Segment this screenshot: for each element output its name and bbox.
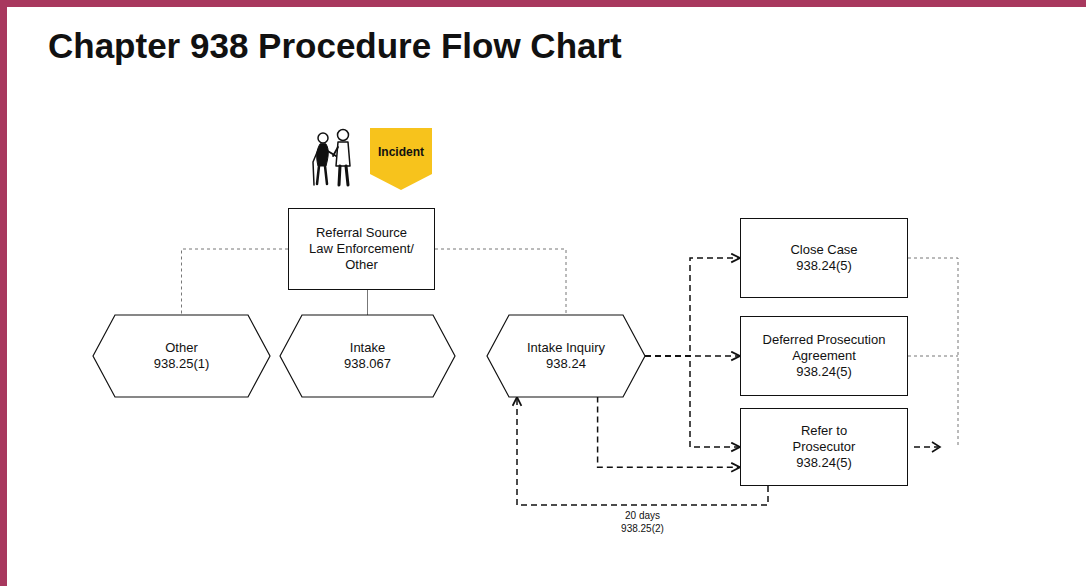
- statute-ref: 938.24(5): [796, 364, 852, 380]
- flow-connector: [645, 356, 740, 447]
- flow-connector: [517, 397, 768, 505]
- hexagon-shape: [280, 315, 455, 397]
- flow-connector: [435, 249, 566, 315]
- incident-tag: Incident: [370, 128, 432, 190]
- statute-ref: 938.067: [344, 356, 391, 372]
- node-title: Intake Inquiry: [527, 340, 605, 356]
- body: [336, 142, 350, 166]
- merge-arrow: [914, 442, 940, 452]
- edge-label: 20 days 938.25(2): [613, 510, 673, 535]
- node-title: Refer to Prosecutor: [782, 423, 866, 456]
- arm: [333, 147, 338, 156]
- left-border-bar: [0, 0, 7, 586]
- node-title: Deferred Prosecution Agreement: [749, 332, 899, 365]
- arrow-shaft: [914, 446, 938, 448]
- merge-lines: [908, 258, 958, 447]
- legs: [339, 166, 348, 185]
- people-illustration: [313, 130, 350, 186]
- arrow-head: [932, 442, 940, 452]
- merge-line: [908, 258, 958, 447]
- cane: [313, 150, 318, 185]
- hexagon-shape: [487, 315, 645, 397]
- tag-shape: [370, 128, 432, 190]
- head: [338, 130, 349, 141]
- head: [318, 133, 328, 143]
- statute-ref: 938.24(5): [796, 455, 852, 471]
- node-title: Referral Source Law Enforcement/ Other: [304, 225, 419, 274]
- flow-connector: [367, 290, 368, 315]
- hexagon-node: Other938.25(1): [93, 315, 270, 397]
- body: [317, 144, 329, 166]
- flow-connector: [645, 258, 740, 356]
- merge-line: [908, 356, 958, 357]
- statute-ref: 938.24(5): [796, 258, 852, 274]
- node-title: Close Case: [790, 242, 857, 258]
- chart-title: Chapter 938 Procedure Flow Chart: [48, 26, 622, 66]
- node-title: Incident: [378, 145, 424, 160]
- hexagon-node: Intake938.067: [280, 315, 455, 397]
- legs: [317, 166, 327, 184]
- hexagon-shape: [93, 315, 270, 397]
- process-box: Deferred Prosecution Agreement938.24(5): [740, 316, 908, 396]
- process-box: Referral Source Law Enforcement/ Other: [288, 208, 435, 290]
- process-box: Close Case938.24(5): [740, 218, 908, 298]
- tag-outline: [370, 128, 432, 190]
- flow-connector: [598, 397, 740, 468]
- hexagon-node: Intake Inquiry938.24: [487, 315, 645, 397]
- node-title: Intake: [350, 340, 385, 356]
- statute-ref: 938.24: [546, 356, 586, 372]
- node-title: Other: [165, 340, 198, 356]
- process-box: Refer to Prosecutor938.24(5): [740, 408, 908, 486]
- flow-connector: [182, 249, 289, 315]
- top-border-bar: [0, 0, 1086, 7]
- statute-ref: 938.25(1): [154, 356, 210, 372]
